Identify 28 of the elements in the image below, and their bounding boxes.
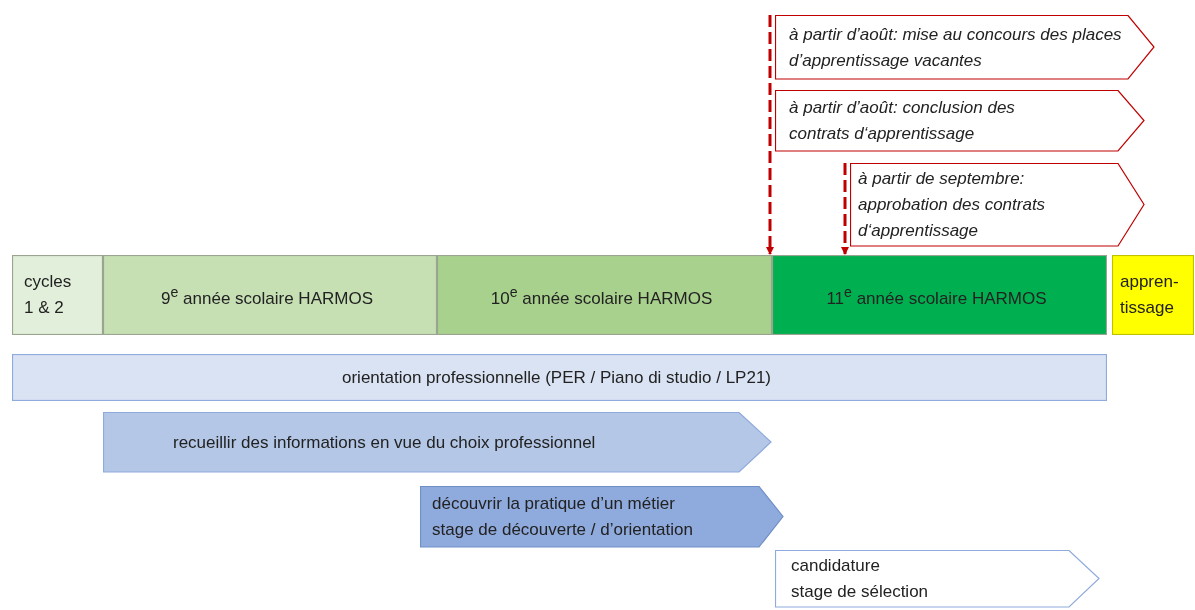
arrow-label: recueillir des informations en vue du choix professionnel xyxy=(173,431,597,454)
bar-label: appren-tissage xyxy=(1120,271,1180,319)
orientation-bar xyxy=(12,354,1107,401)
bar-label: 10$^{e}$ année scolaire HARMOS xyxy=(489,282,714,310)
arrow-label: stage de sélection xyxy=(791,581,930,603)
milestone-tag xyxy=(775,90,1145,152)
school-year-bar xyxy=(437,255,772,335)
apprenticeship-bar xyxy=(1112,255,1194,335)
school-year-bar xyxy=(103,255,437,335)
bar-label: 11$^{e}$ année scolaire HARMOS xyxy=(825,282,1048,310)
arrow-label: stage de découverte / d’orientation xyxy=(432,519,694,541)
phase-banner xyxy=(420,486,784,548)
milestone-tag xyxy=(775,15,1155,80)
school-year-bar xyxy=(12,255,103,335)
arrow-label: à partir de septembre: approbation des contrats d‘apprentissage xyxy=(858,168,1047,242)
arrow-label: à partir d’août: conclusion des contrats d‘apprentissage xyxy=(789,97,1016,145)
bar-label: 9$^{e}$ année scolaire HARMOS xyxy=(160,282,374,310)
bar-label: cycles 1 & 2 xyxy=(24,271,73,319)
phase-banner xyxy=(775,550,1100,608)
milestone-tag xyxy=(850,163,1145,247)
bar-label: orientation professionnelle (PER / Piano di studio / LP21) xyxy=(341,366,772,389)
phase-banner xyxy=(103,412,772,473)
arrow-label: découvrir la pratique d’un métier xyxy=(432,493,676,515)
dashed-arrow xyxy=(841,163,849,255)
school-year-bar xyxy=(772,255,1107,335)
arrow-label: candidature xyxy=(791,555,881,577)
dashed-arrow xyxy=(766,15,774,255)
arrow-label: à partir d’août: mise au concours des places d’apprentissage vacantes xyxy=(789,23,1123,72)
